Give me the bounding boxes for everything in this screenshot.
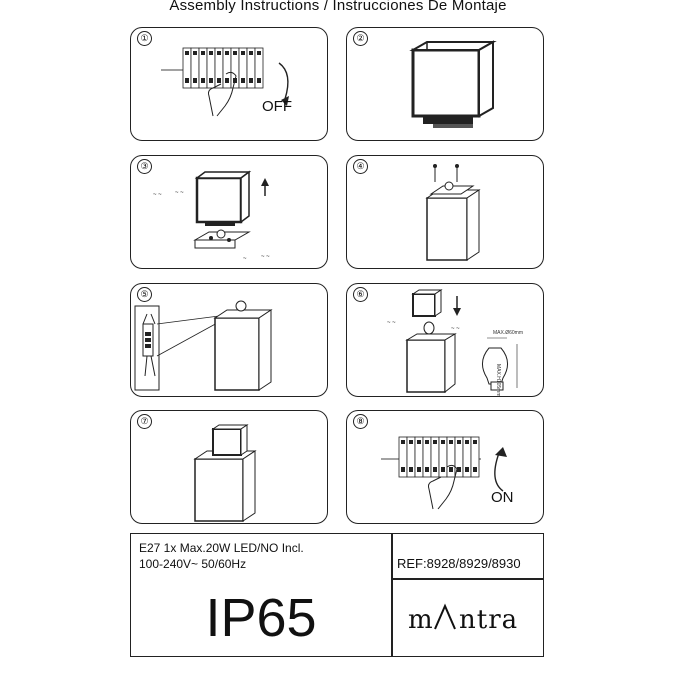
step-4-panel: ④ xyxy=(346,155,544,269)
svg-text:m: m xyxy=(408,605,434,635)
svg-text:~ ~: ~ ~ xyxy=(261,254,270,260)
brand-logo-graphic: m ntra xyxy=(408,603,518,635)
step-1-panel: ① OFF xyxy=(130,27,328,141)
brand-logo: m ntra xyxy=(393,594,544,644)
svg-text:~: ~ xyxy=(243,256,247,262)
step-number-5: ⑤ xyxy=(137,287,152,302)
bulb-spec: E27 1x Max.20W LED/NO Incl. xyxy=(139,541,304,555)
step-number-6: ⑥ xyxy=(353,287,368,302)
svg-text:~ ~: ~ ~ xyxy=(387,320,396,326)
step-number-2: ② xyxy=(353,31,368,46)
step-2-panel: ② xyxy=(346,27,544,141)
svg-text:ntra: ntra xyxy=(459,605,518,635)
spec-divider-vertical xyxy=(391,534,393,656)
page-title: Assembly Instructions / Instrucciones De… xyxy=(169,0,507,14)
breaker-on-illustration xyxy=(381,436,507,510)
step-7-panel: ⑦ xyxy=(130,410,328,524)
max-height-label: MAX.H105mm xyxy=(495,364,501,397)
max-diameter-label: MAX.Ø60mm xyxy=(493,330,524,336)
voltage-spec: 100-240V~ 50/60Hz xyxy=(139,557,247,571)
step-6-panel: ~ ~ ~ ~ ⑥ MAX.Ø60mm MAX.H105mm xyxy=(346,283,544,397)
step-5-panel: ⑤ xyxy=(130,283,328,397)
svg-text:~ ~: ~ ~ xyxy=(451,326,460,332)
off-label: OFF xyxy=(262,98,292,115)
step-number-4: ④ xyxy=(353,159,368,174)
ip-rating: IP65 xyxy=(205,588,317,648)
step-3-panel: ~ ~ ~ ~ ~ ~ ~ ③ xyxy=(130,155,328,269)
breaker-off-illustration xyxy=(161,47,289,117)
remove-shade-illustration: ~ ~ ~ ~ ~ ~ ~ xyxy=(153,170,270,262)
install-bulb-illustration: ~ ~ ~ ~ xyxy=(387,289,518,394)
on-label: ON xyxy=(491,489,514,506)
assembled-lamp-illustration xyxy=(193,424,257,522)
specifications-box: E27 1x Max.20W LED/NO Incl. 100-240V~ 50… xyxy=(130,533,544,657)
mount-base-illustration xyxy=(425,164,481,261)
svg-text:~ ~: ~ ~ xyxy=(175,190,184,196)
step-number-1: ① xyxy=(137,31,152,46)
lamp-illustration xyxy=(409,40,497,128)
wiring-illustration xyxy=(134,300,273,391)
reference-number: REF:8928/8929/8930 xyxy=(397,556,521,571)
step-number-3: ③ xyxy=(137,159,152,174)
svg-text:~ ~: ~ ~ xyxy=(153,192,162,198)
step-number-7: ⑦ xyxy=(137,414,152,429)
step-8-panel: ⑧ ON xyxy=(346,410,544,524)
step-number-8: ⑧ xyxy=(353,414,368,429)
spec-divider-horizontal xyxy=(391,578,544,580)
